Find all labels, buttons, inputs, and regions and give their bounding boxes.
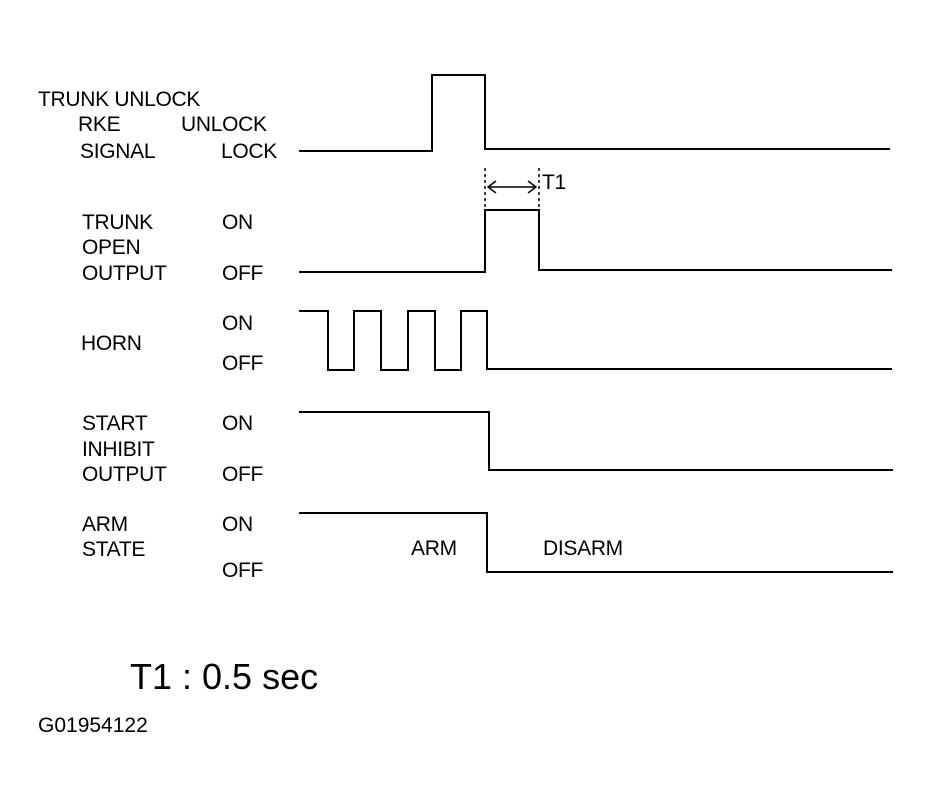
horn-name: HORN: [81, 332, 142, 355]
arm-state-state-low: OFF: [222, 559, 264, 582]
start-inhibit-name-line-2: INHIBIT: [82, 438, 155, 461]
trunk-open-state-high: ON: [222, 211, 253, 234]
trunk-open-state-low: OFF: [222, 262, 264, 285]
start-inhibit-state-low: OFF: [222, 463, 264, 486]
arm-state-name-line-1: ARM: [82, 513, 128, 536]
rke-signal-name-line-3: SIGNAL: [80, 140, 156, 163]
disarm-region-label: DISARM: [543, 537, 623, 560]
start-inhibit-name-line-3: OUTPUT: [82, 463, 167, 486]
t1-marker-label: T1: [542, 171, 566, 194]
rke-signal-name-line-2: RKE: [78, 113, 121, 136]
t1-duration-note: T1 : 0.5 sec: [130, 656, 319, 697]
trunk-open-waveform: [299, 209, 892, 273]
arm-state-waveform: [299, 512, 893, 573]
arm-state-state-high: ON: [222, 513, 253, 536]
trunk-open-name-line-3: OUTPUT: [82, 262, 167, 285]
start-inhibit-state-high: ON: [222, 412, 253, 435]
rke-signal-state-low: LOCK: [221, 140, 277, 163]
start-inhibit-name-line-1: START: [82, 412, 148, 435]
start-inhibit-waveform: [299, 411, 893, 471]
trunk-open-name-line-1: TRUNK: [82, 211, 153, 234]
arm-region-label: ARM: [411, 537, 457, 560]
rke-signal-name-line-1: TRUNK UNLOCK: [38, 88, 201, 111]
t1-duration-arrow: [486, 180, 538, 194]
rke-signal-waveform: [299, 74, 890, 152]
figure-id: G01954122: [38, 714, 148, 737]
arm-state-name-line-2: STATE: [82, 538, 146, 561]
horn-state-high: ON: [222, 312, 253, 335]
trunk-open-name-line-2: OPEN: [82, 236, 141, 259]
rke-signal-state-high: UNLOCK: [181, 113, 267, 136]
horn-state-low: OFF: [222, 352, 264, 375]
horn-waveform: [299, 310, 892, 371]
